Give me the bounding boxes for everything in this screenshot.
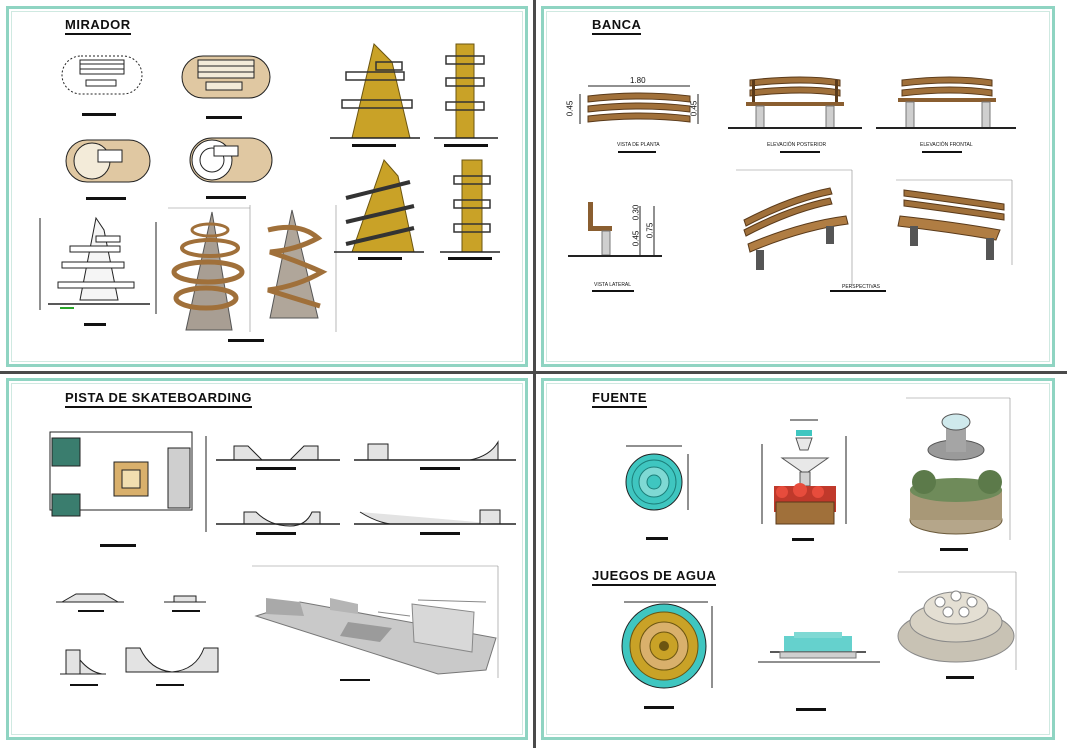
- skate-section-2: [354, 440, 516, 461]
- banca-label-persp: PERSPECTIVAS: [842, 284, 880, 290]
- mirador-elevation-section: [39, 216, 157, 314]
- juegos-plan: [621, 601, 713, 689]
- skate-section-1: [216, 445, 340, 461]
- skate-title: PISTA DE SKATEBOARDING: [65, 390, 252, 408]
- mirador-drawings: [39, 43, 500, 342]
- skate-section-4: [354, 509, 516, 525]
- juegos-3d-render: [897, 571, 1017, 670]
- fuente-plan: [625, 445, 689, 511]
- banca-drawings: [568, 76, 1016, 292]
- banca-perspective-1: [736, 169, 853, 285]
- mirador-spiral-render-2: [267, 209, 328, 319]
- banca-front-elevation: [876, 76, 1016, 129]
- banca-label-front: ELEVACIÓN FRONTAL: [920, 142, 973, 148]
- sheet-divider-horizontal: [0, 371, 1067, 374]
- skate-drawings: [49, 431, 516, 686]
- skate-plan: [49, 431, 207, 532]
- fuente-drawings: [621, 397, 1017, 711]
- banca-dim-back: 0.30: [631, 204, 641, 221]
- mirador-plan-2: [181, 55, 271, 99]
- banca-label-rear: ELEVACIÓN POSTERIOR: [767, 142, 827, 148]
- mirador-plan-1: [61, 55, 143, 95]
- banca-dim-height-left: 0.45: [565, 100, 575, 117]
- mirador-elevation-3d-4: [440, 159, 500, 253]
- banca-dim-length: 1.80: [630, 76, 646, 85]
- fuente-elevation: [761, 419, 847, 525]
- banca-dim-seat: 0.45: [631, 230, 641, 247]
- juegos-title: JUEGOS DE AGUA: [592, 568, 717, 586]
- banca-label-side: VISTA LATERAL: [594, 282, 632, 288]
- panel-banca: [541, 6, 1055, 367]
- skate-3d-render: [252, 565, 499, 678]
- skate-detail-1: [56, 593, 124, 603]
- banca-label-plan: VISTA DE PLANTA: [617, 142, 660, 148]
- skate-section-3: [216, 511, 340, 527]
- banca-perspective-2: [896, 179, 1013, 265]
- mirador-plan-4: [189, 137, 273, 183]
- fuente-title: FUENTE: [592, 390, 647, 408]
- fuente-3d-render: [906, 397, 1011, 540]
- skate-detail-2: [164, 595, 206, 603]
- skate-detail-4: [125, 647, 219, 673]
- juegos-elevation: [758, 632, 880, 663]
- banca-dim-height-right: 0.45: [689, 100, 699, 117]
- mirador-elevation-3d-2: [434, 43, 498, 139]
- banca-rear-elevation: [728, 76, 862, 129]
- sheet-divider-vertical: [533, 0, 536, 748]
- skate-detail-3: [60, 649, 106, 675]
- banca-title: BANCA: [592, 17, 642, 35]
- mirador-elevation-3d-1: [330, 43, 420, 139]
- banca-plan-view: [579, 85, 699, 124]
- mirador-spiral-render-1: [171, 211, 245, 331]
- mirador-title: MIRADOR: [65, 17, 131, 35]
- banca-side-view: [568, 202, 662, 257]
- banca-dim-total: 0.75: [645, 222, 655, 239]
- mirador-plan-3: [65, 139, 151, 183]
- mirador-elevation-3d-3: [334, 159, 424, 253]
